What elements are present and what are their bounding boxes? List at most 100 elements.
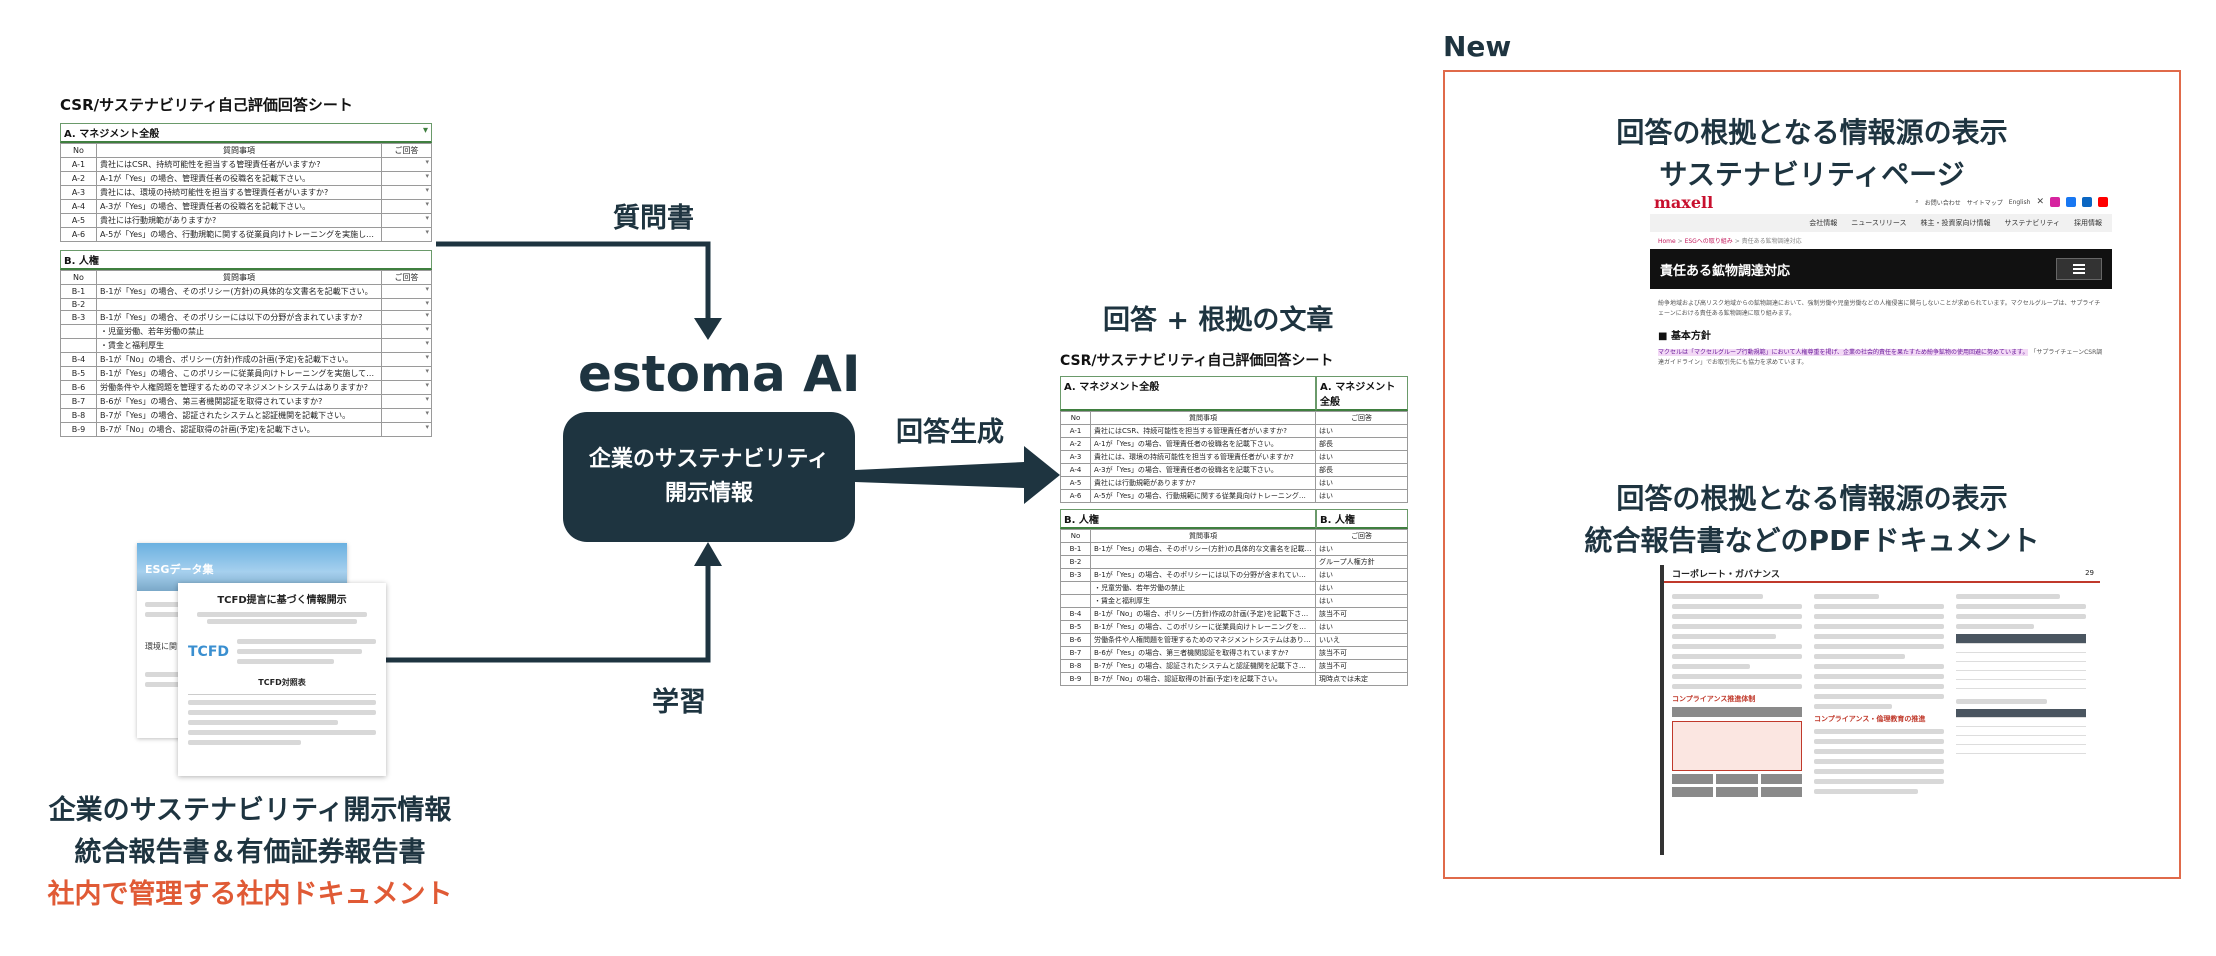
caption-line-1: 企業のサステナビリティ開示情報: [48, 795, 452, 826]
nav-item[interactable]: 会社情報: [1809, 219, 1838, 227]
input-questionnaire-sheet: CSR/サステナビリティ自己評価回答シート A. マネジメント全般 ▾ No 質…: [60, 94, 432, 437]
col-question: 質問事項: [1090, 529, 1316, 543]
web-intro: 紛争地域および高リスク地域からの鉱物調達において、強制労働や児童労働などの人権侵…: [1658, 300, 2101, 317]
row-answer[interactable]: はい: [1315, 450, 1408, 464]
row-answer[interactable]: 該当不可: [1315, 607, 1408, 621]
pdf-section-title: コーポレート・ガバナンス: [1672, 569, 1780, 580]
row-question: 労働条件や人権問題を管理するためのマネジメントシステムはありますか?: [1090, 633, 1316, 647]
heading-sustainability-page: 回答の根拠となる情報源の表示 サステナビリティページ: [1443, 112, 2181, 196]
nav-item[interactable]: サステナビリティ: [2004, 219, 2060, 227]
row-question: A-5が「Yes」の場合、行動規範に関する従業員向けトレーニングを実施しています…: [1090, 489, 1316, 503]
tcfd-document: TCFD提言に基づく情報開示 TCFD TCFD対照表: [178, 583, 386, 776]
row-no: B-1: [1060, 542, 1091, 556]
row-question: B-1が「Yes」の場合、このポリシーに従業員向けトレーニングを実施していますか…: [1090, 620, 1316, 634]
table-row: A-6A-5が「Yes」の場合、行動規範に関する従業員向けトレーニングを実施して…: [1060, 489, 1408, 503]
output-section-a: A. マネジメント全般: [1060, 376, 1316, 411]
row-answer[interactable]: グループ人権方針: [1315, 555, 1408, 569]
row-answer[interactable]: はい: [1315, 581, 1408, 595]
youtube-icon[interactable]: [2098, 197, 2108, 207]
row-answer[interactable]: はい: [1315, 542, 1408, 556]
row-answer[interactable]: はい: [1315, 568, 1408, 582]
row-no: B-3: [1060, 568, 1091, 582]
maxell-logo: maxell: [1654, 192, 1714, 212]
arrow-core-to-output: [855, 446, 1060, 504]
brand-estoma-ai: estoma AI: [578, 345, 861, 403]
row-no: [1060, 581, 1091, 595]
x-icon[interactable]: ✕: [2036, 197, 2044, 207]
crumb-mid[interactable]: ESGへの取り組み: [1684, 238, 1733, 245]
row-answer[interactable]: [381, 213, 432, 228]
row-answer[interactable]: いいえ: [1315, 633, 1408, 647]
crumb-home[interactable]: Home: [1658, 238, 1676, 245]
instagram-icon[interactable]: [2050, 197, 2060, 207]
util-link[interactable]: サイトマップ: [1966, 199, 2003, 207]
row-answer[interactable]: 部長: [1315, 463, 1408, 477]
col-question: 質問事項: [1090, 411, 1316, 425]
input-section-b-label: B. 人権: [64, 256, 99, 267]
output-section-a-right: A. マネジメント全般: [1316, 376, 1408, 411]
row-answer[interactable]: はい: [1315, 424, 1408, 438]
core-line-2: 開示情報: [664, 481, 753, 506]
row-answer[interactable]: 現時点では未定: [1315, 672, 1408, 686]
util-link[interactable]: English: [2008, 198, 2031, 206]
input-sheet-title: CSR/サステナビリティ自己評価回答シート: [60, 96, 353, 114]
row-question: [1090, 555, 1316, 569]
row-question: 貴社には、環境の持続可能性を担当する管理責任者がいますか?: [1090, 450, 1316, 464]
row-answer[interactable]: [381, 422, 432, 437]
label-output: 回答 + 根拠の文章: [1103, 305, 1334, 336]
nav-item[interactable]: ニュースリリース: [1851, 219, 1907, 227]
row-answer[interactable]: [381, 227, 432, 242]
pdf-header: コーポレート・ガバナンス 29: [1660, 565, 2100, 583]
col-answer: ご回答: [1315, 411, 1408, 425]
row-answer[interactable]: はい: [1315, 620, 1408, 634]
arrow-docs-to-core: [386, 542, 722, 663]
output-section-b-right: B. 人権: [1316, 509, 1408, 529]
label-generate: 回答生成: [896, 417, 1004, 448]
crumb-current: 責任ある鉱物調達対応: [1741, 238, 1802, 245]
row-answer[interactable]: はい: [1315, 489, 1408, 503]
web-policy-rest: 「サプライチェーンCSR調達ガイドライン」でお取引先にも協力を求めています。: [1658, 349, 2103, 366]
util-link[interactable]: お問い合わせ: [1924, 199, 1961, 207]
row-answer[interactable]: 該当不可: [1315, 659, 1408, 673]
row-question: B-1が「Yes」の場合、そのポリシー(方針)の具体的な文書名を記載下さい。: [1090, 542, 1316, 556]
table-row: ・賃金と福利厚生はい: [1060, 594, 1408, 608]
pdf-column-2: コンプライアンス・倫理教育の推進: [1814, 589, 1944, 799]
row-no: A-2: [1060, 437, 1091, 451]
row-answer[interactable]: はい: [1315, 476, 1408, 490]
row-question: B-7が「Yes」の場合、認証されたシステムと認証機関を記載下さい。: [1090, 659, 1316, 673]
highlighted-evidence: マクセルは「マクセルグループ行動規範」において人権尊重を掲げ、企業の社会的責任を…: [1658, 349, 2029, 356]
nav-item[interactable]: 採用情報: [2074, 219, 2102, 227]
output-section-b-label: B. 人権: [1064, 515, 1099, 526]
facebook-icon[interactable]: [2066, 197, 2076, 207]
linkedin-icon[interactable]: [2082, 197, 2092, 207]
output-answer-sheet: CSR/サステナビリティ自己評価回答シート A. マネジメント全般 A. マネジ…: [1060, 350, 1408, 686]
row-question: B-7が「No」の場合、認証取得の計画(予定)を記載下さい。: [1090, 672, 1316, 686]
new-label: New: [1443, 30, 1512, 63]
pdf-column-3: [1956, 589, 2086, 754]
row-no: A-6: [1060, 489, 1091, 503]
col-no: No: [1060, 529, 1091, 543]
row-no: B-5: [1060, 620, 1091, 634]
row-answer[interactable]: [381, 298, 432, 311]
row-answer[interactable]: [381, 284, 432, 299]
heading-pdf-document: 回答の根拠となる情報源の表示 統合報告書などのPDFドキュメント: [1443, 478, 2181, 562]
heading2-line2: 統合報告書などのPDFドキュメント: [1584, 524, 2040, 557]
row-answer[interactable]: 該当不可: [1315, 646, 1408, 660]
row-answer[interactable]: 部長: [1315, 437, 1408, 451]
menu-icon[interactable]: [2056, 258, 2102, 280]
output-section-b: B. 人権: [1060, 509, 1316, 529]
output-section-a-label: A. マネジメント全般: [1064, 382, 1160, 393]
pdf-page-number: 29: [2085, 569, 2094, 577]
nav-item[interactable]: 株主・投資家向け情報: [1920, 219, 1991, 227]
row-answer[interactable]: はい: [1315, 594, 1408, 608]
